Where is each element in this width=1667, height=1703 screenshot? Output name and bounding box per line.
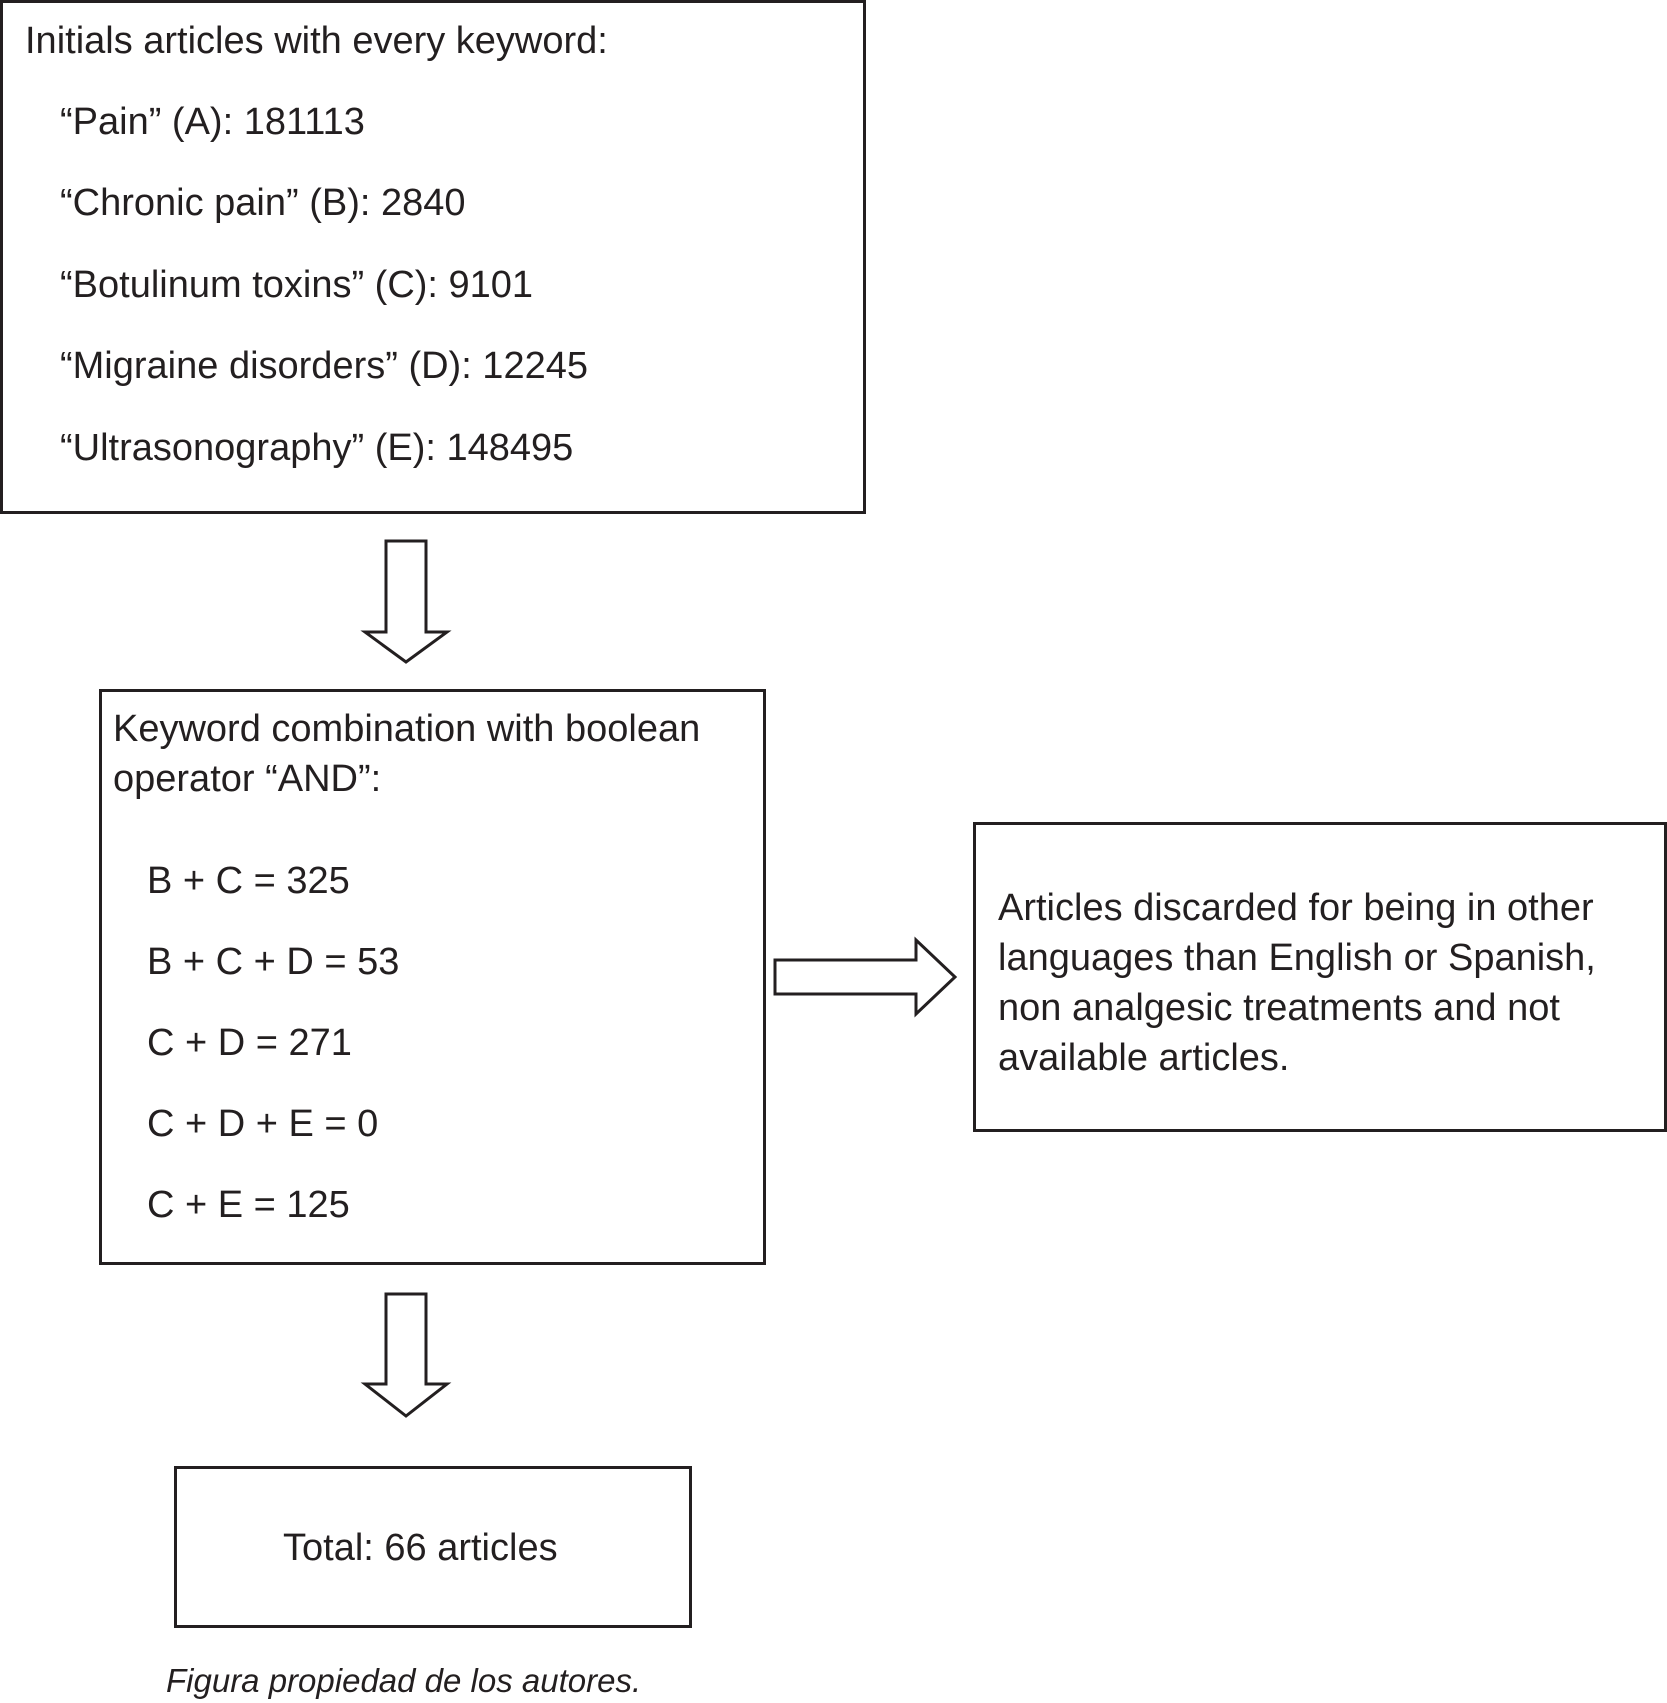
discarded-line-2: languages than English or Spanish, <box>998 937 1596 979</box>
keyword-item-ultrasonography: “Ultrasonography” (E): 148495 <box>60 427 574 469</box>
discarded-line-3: non analgesic treatments and not <box>998 987 1560 1029</box>
discarded-articles-box: Articles discarded for being in other la… <box>973 822 1667 1132</box>
down-arrow-2-shape <box>360 1292 452 1418</box>
keyword-combination-box: Keyword combination with boolean operato… <box>99 689 766 1265</box>
figure-caption: Figura propiedad de los autores. <box>166 1662 642 1699</box>
keyword-item-chronic-pain: “Chronic pain” (B): 2840 <box>60 182 466 224</box>
total-articles-text: Total: 66 articles <box>283 1527 558 1569</box>
keyword-item-botulinum-toxins: “Botulinum toxins” (C): 9101 <box>60 264 534 306</box>
right-arrow-shape <box>773 936 958 1018</box>
combination-item-c-d-e: C + D + E = 0 <box>147 1103 379 1145</box>
combination-item-b-c-d: B + C + D = 53 <box>147 941 400 983</box>
initial-articles-title: Initials articles with every keyword: <box>25 20 608 62</box>
combination-item-c-d: C + D = 271 <box>147 1022 352 1064</box>
keyword-item-migraine-disorders: “Migraine disorders” (D): 12245 <box>60 345 588 387</box>
discarded-line-4: available articles. <box>998 1037 1290 1079</box>
discarded-line-1: Articles discarded for being in other <box>998 887 1594 929</box>
total-articles-box: Total: 66 articles <box>174 1466 692 1628</box>
down-arrow-1-shape <box>360 539 452 664</box>
combination-item-b-c: B + C = 325 <box>147 860 350 902</box>
keyword-item-pain: “Pain” (A): 181113 <box>60 101 365 143</box>
combination-title-line2: operator “AND”: <box>113 758 382 800</box>
combination-item-c-e: C + E = 125 <box>147 1184 350 1226</box>
initial-articles-box: Initials articles with every keyword: “P… <box>0 0 866 514</box>
combination-title-line1: Keyword combination with boolean <box>113 708 701 750</box>
